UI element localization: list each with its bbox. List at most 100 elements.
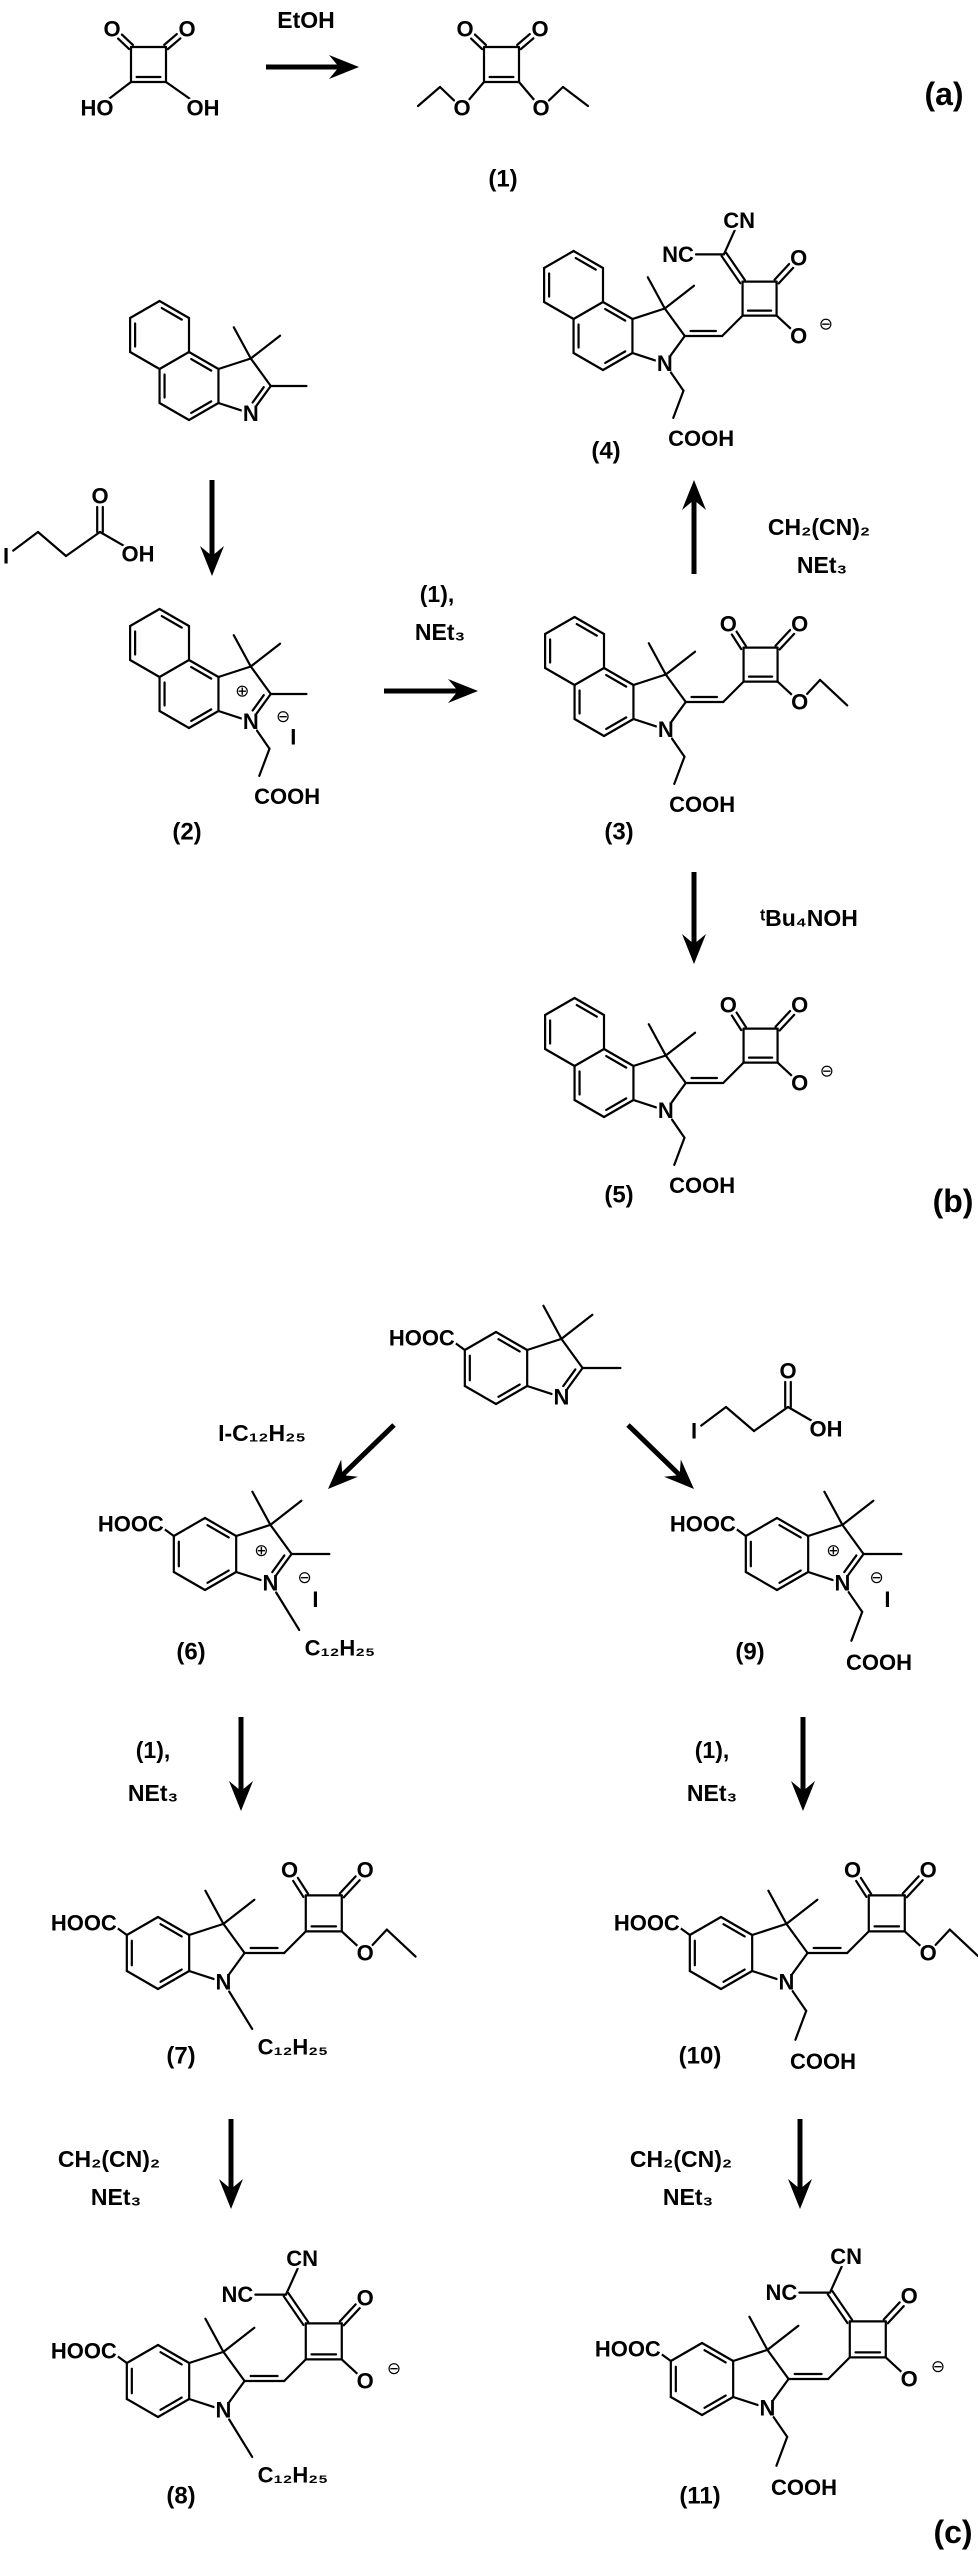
bond bbox=[775, 1570, 810, 1592]
positive-charge: ⊕ bbox=[254, 1541, 268, 1560]
negative-charge: ⊖ bbox=[297, 1568, 311, 1587]
arrow-head bbox=[682, 934, 706, 964]
double-bond-inner-line bbox=[575, 1003, 598, 1018]
bond bbox=[204, 2317, 225, 2353]
bond bbox=[517, 80, 535, 101]
carbonyl-oxygen: O bbox=[844, 1858, 861, 1883]
reagent-iodododecane: I-C₁₂H₂₅ bbox=[218, 1420, 306, 1446]
reagent-malononitrile: CH₂(CN)₂ bbox=[768, 514, 870, 540]
bond bbox=[340, 1930, 359, 1947]
reagent-net3: NEt₃ bbox=[797, 552, 847, 578]
bond bbox=[632, 717, 658, 728]
arrow-head bbox=[791, 1781, 815, 1811]
reagent-labels: EtOH (1), NEt₃ CH₂(CN)₂ NEt₃ ᵗBu₄NOH I-C… bbox=[55, 5, 872, 2213]
arrow-shaft bbox=[337, 1423, 396, 1480]
bond bbox=[672, 389, 685, 420]
bond bbox=[934, 1928, 951, 1947]
reagent-net3: NEt₃ bbox=[663, 2184, 713, 2210]
bond bbox=[526, 1337, 563, 1352]
double-bond-inner-line bbox=[206, 1524, 230, 1539]
oxygen-atom: O bbox=[901, 2367, 918, 2392]
double-bond-line bbox=[778, 1013, 796, 1032]
bond bbox=[269, 1499, 303, 1526]
carbonyl-oxygen: O bbox=[720, 992, 737, 1017]
positive-charge: ⊕ bbox=[826, 1541, 840, 1560]
bond bbox=[677, 1925, 691, 1937]
hydroxyl-group: OH bbox=[187, 96, 220, 121]
bond bbox=[752, 1405, 790, 1433]
bond bbox=[544, 996, 576, 1017]
double-bond-line bbox=[730, 633, 743, 651]
carboxylic-acid-group: COOH bbox=[771, 2475, 837, 2500]
bond bbox=[732, 2395, 760, 2407]
oxygen-atom: O bbox=[791, 690, 808, 715]
iodide-counterion: I bbox=[290, 724, 296, 749]
bond bbox=[125, 2397, 160, 2419]
bond bbox=[283, 1930, 307, 1955]
bond bbox=[12, 530, 40, 552]
bond bbox=[700, 2341, 735, 2363]
double-bond-inner-line bbox=[251, 694, 265, 712]
bond bbox=[794, 2009, 808, 2041]
bond bbox=[828, 2265, 843, 2294]
bond bbox=[818, 678, 849, 707]
bond bbox=[235, 1570, 263, 1582]
bond bbox=[452, 1340, 466, 1352]
bond bbox=[187, 401, 220, 422]
bond bbox=[663, 284, 696, 310]
carbonyl-oxygen: O bbox=[357, 2286, 374, 2311]
bond bbox=[114, 1925, 128, 1937]
oxygen-atom: O bbox=[531, 17, 548, 42]
double-bond-line bbox=[116, 37, 131, 51]
bond bbox=[275, 1591, 301, 1632]
reagent-etoh: EtOH bbox=[277, 7, 335, 33]
double-bond-line bbox=[469, 37, 484, 51]
bond bbox=[785, 1898, 819, 1925]
carbonyl-oxygen: O bbox=[901, 2284, 918, 2309]
bond bbox=[602, 666, 635, 687]
bond bbox=[249, 357, 272, 388]
bond bbox=[827, 2356, 851, 2381]
double-bond-line bbox=[166, 37, 182, 51]
arrow-head bbox=[329, 55, 359, 79]
bond bbox=[847, 1552, 865, 1577]
bond bbox=[283, 2358, 307, 2383]
bond bbox=[158, 658, 191, 679]
bond bbox=[807, 1523, 844, 1538]
bond bbox=[732, 2348, 769, 2363]
bond bbox=[724, 1405, 756, 1433]
double-bond-inner-line bbox=[497, 1383, 521, 1398]
compound-numbers: (1) (2) (3) (4) (5) (6) (7) (8) (9) (10)… bbox=[164, 163, 767, 2512]
arrow-head bbox=[788, 2179, 812, 2209]
dodecyl-chain: C₁₂H₂₅ bbox=[258, 2462, 329, 2487]
oxygen-atom: O bbox=[456, 17, 473, 42]
bond bbox=[775, 2435, 789, 2467]
double-bond-line bbox=[901, 1875, 920, 1895]
bond bbox=[647, 1023, 667, 1057]
double-bond-line bbox=[774, 628, 792, 647]
bond bbox=[269, 1523, 293, 1556]
bond bbox=[601, 351, 634, 372]
bond bbox=[733, 1526, 747, 1538]
cyano-group: CN bbox=[286, 2246, 318, 2271]
carbonyl-oxygen: O bbox=[920, 1858, 937, 1883]
double-bond-line bbox=[773, 262, 791, 281]
bond bbox=[172, 1516, 207, 1538]
bond bbox=[664, 673, 687, 704]
reagent-net3: NEt₃ bbox=[687, 1780, 737, 1806]
bond bbox=[722, 229, 736, 256]
oxygen-atom: O bbox=[357, 1941, 374, 1966]
bond bbox=[228, 2418, 254, 2459]
bond bbox=[719, 1915, 754, 1937]
compound-number-3: (3) bbox=[604, 819, 633, 846]
double-bond-line bbox=[859, 1876, 873, 1895]
reaction-arrow-alkylation-left bbox=[328, 1423, 396, 1489]
double-bond-inner-line bbox=[605, 716, 628, 731]
negative-charge: ⊖ bbox=[931, 2357, 945, 2376]
double-bond-inner-line bbox=[604, 350, 627, 365]
bond bbox=[385, 1928, 417, 1958]
bond bbox=[438, 85, 456, 102]
bond bbox=[658, 2351, 672, 2363]
